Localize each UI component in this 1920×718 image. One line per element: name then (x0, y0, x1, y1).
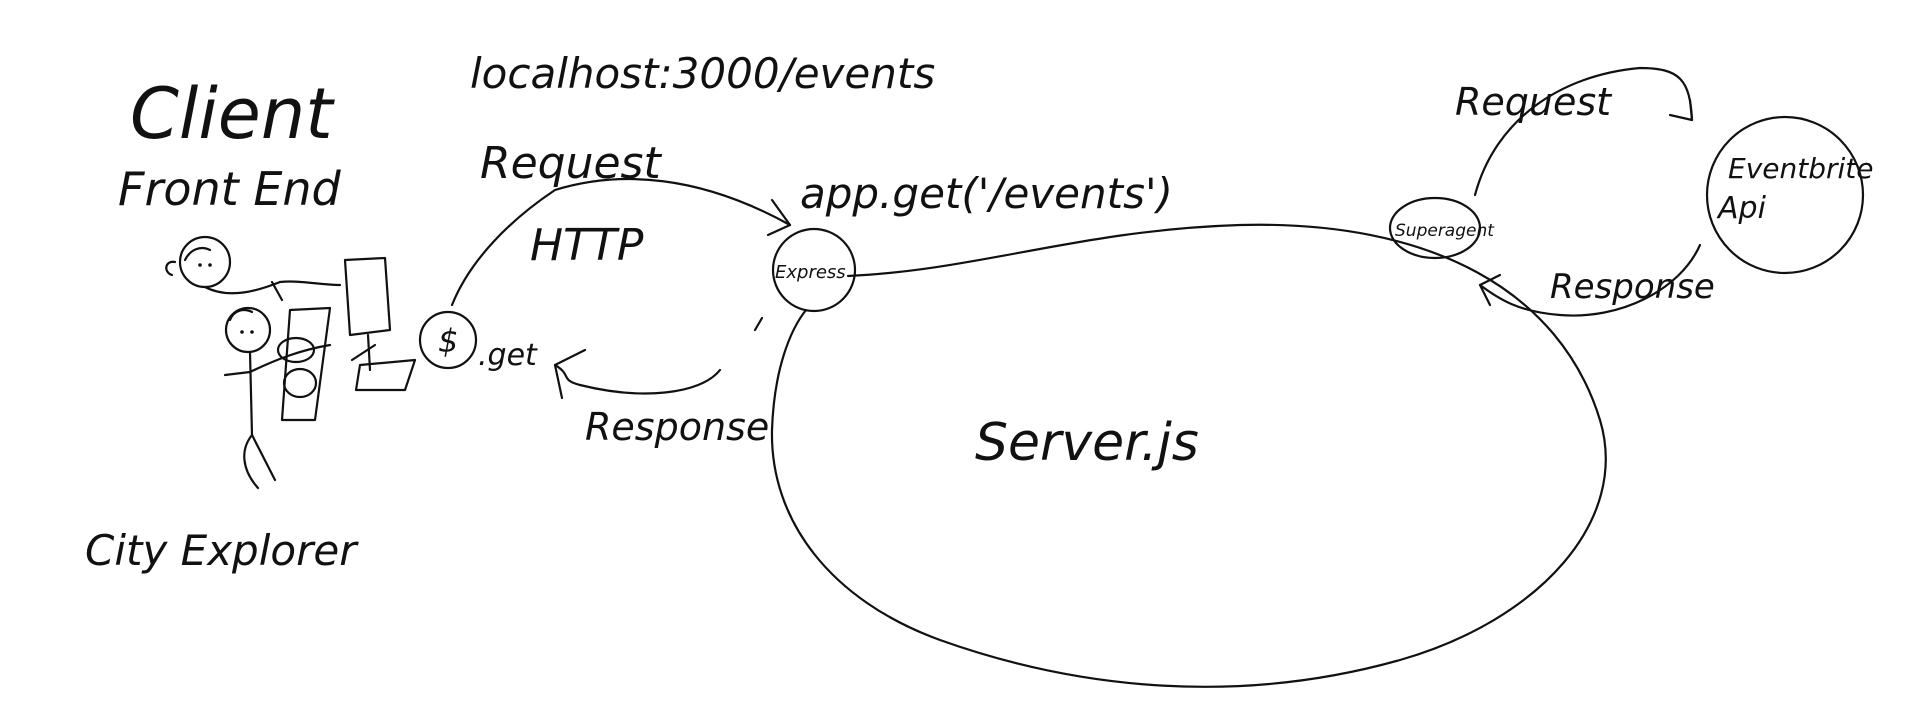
jquery-node (418, 310, 478, 370)
app-name-label: City Explorer (85, 526, 359, 575)
request-arrowhead-left (766, 198, 792, 237)
request-label-left: Request (480, 138, 662, 189)
request-label-right: Request (1455, 80, 1613, 124)
express-node (771, 227, 857, 313)
route-label: app.get('/events') (800, 169, 1173, 218)
api-label: Eventbrite (1728, 152, 1873, 185)
client-figure (165, 235, 417, 490)
response-arrowhead-right (1478, 273, 1502, 307)
tick-mark (753, 316, 764, 332)
response-arrow-right (1478, 243, 1702, 317)
response-label-left: Response (585, 405, 769, 449)
request-arrow-right (1473, 66, 1694, 197)
url-label: localhost:3000/events (470, 49, 935, 98)
server-label: Server.js (975, 413, 1199, 473)
api-node (1705, 115, 1865, 275)
request-arrow-left (450, 178, 792, 307)
response-arrowhead-left (553, 348, 587, 400)
get-call-label: .get (478, 338, 538, 373)
api-sub-label: Api (1716, 191, 1767, 226)
superagent-label: Superagent (1395, 221, 1495, 241)
jquery-label: $ (438, 322, 458, 360)
response-arrow-left (553, 363, 722, 395)
server-shape (770, 223, 1607, 688)
front-end-label: Front End (118, 162, 342, 216)
express-label: Express (775, 262, 846, 283)
http-label: HTTP (530, 220, 644, 271)
client-label: Client (130, 73, 335, 155)
superagent-node (1388, 196, 1482, 260)
request-arrowhead-right (1668, 98, 1694, 122)
response-label-right: Response (1550, 267, 1715, 307)
